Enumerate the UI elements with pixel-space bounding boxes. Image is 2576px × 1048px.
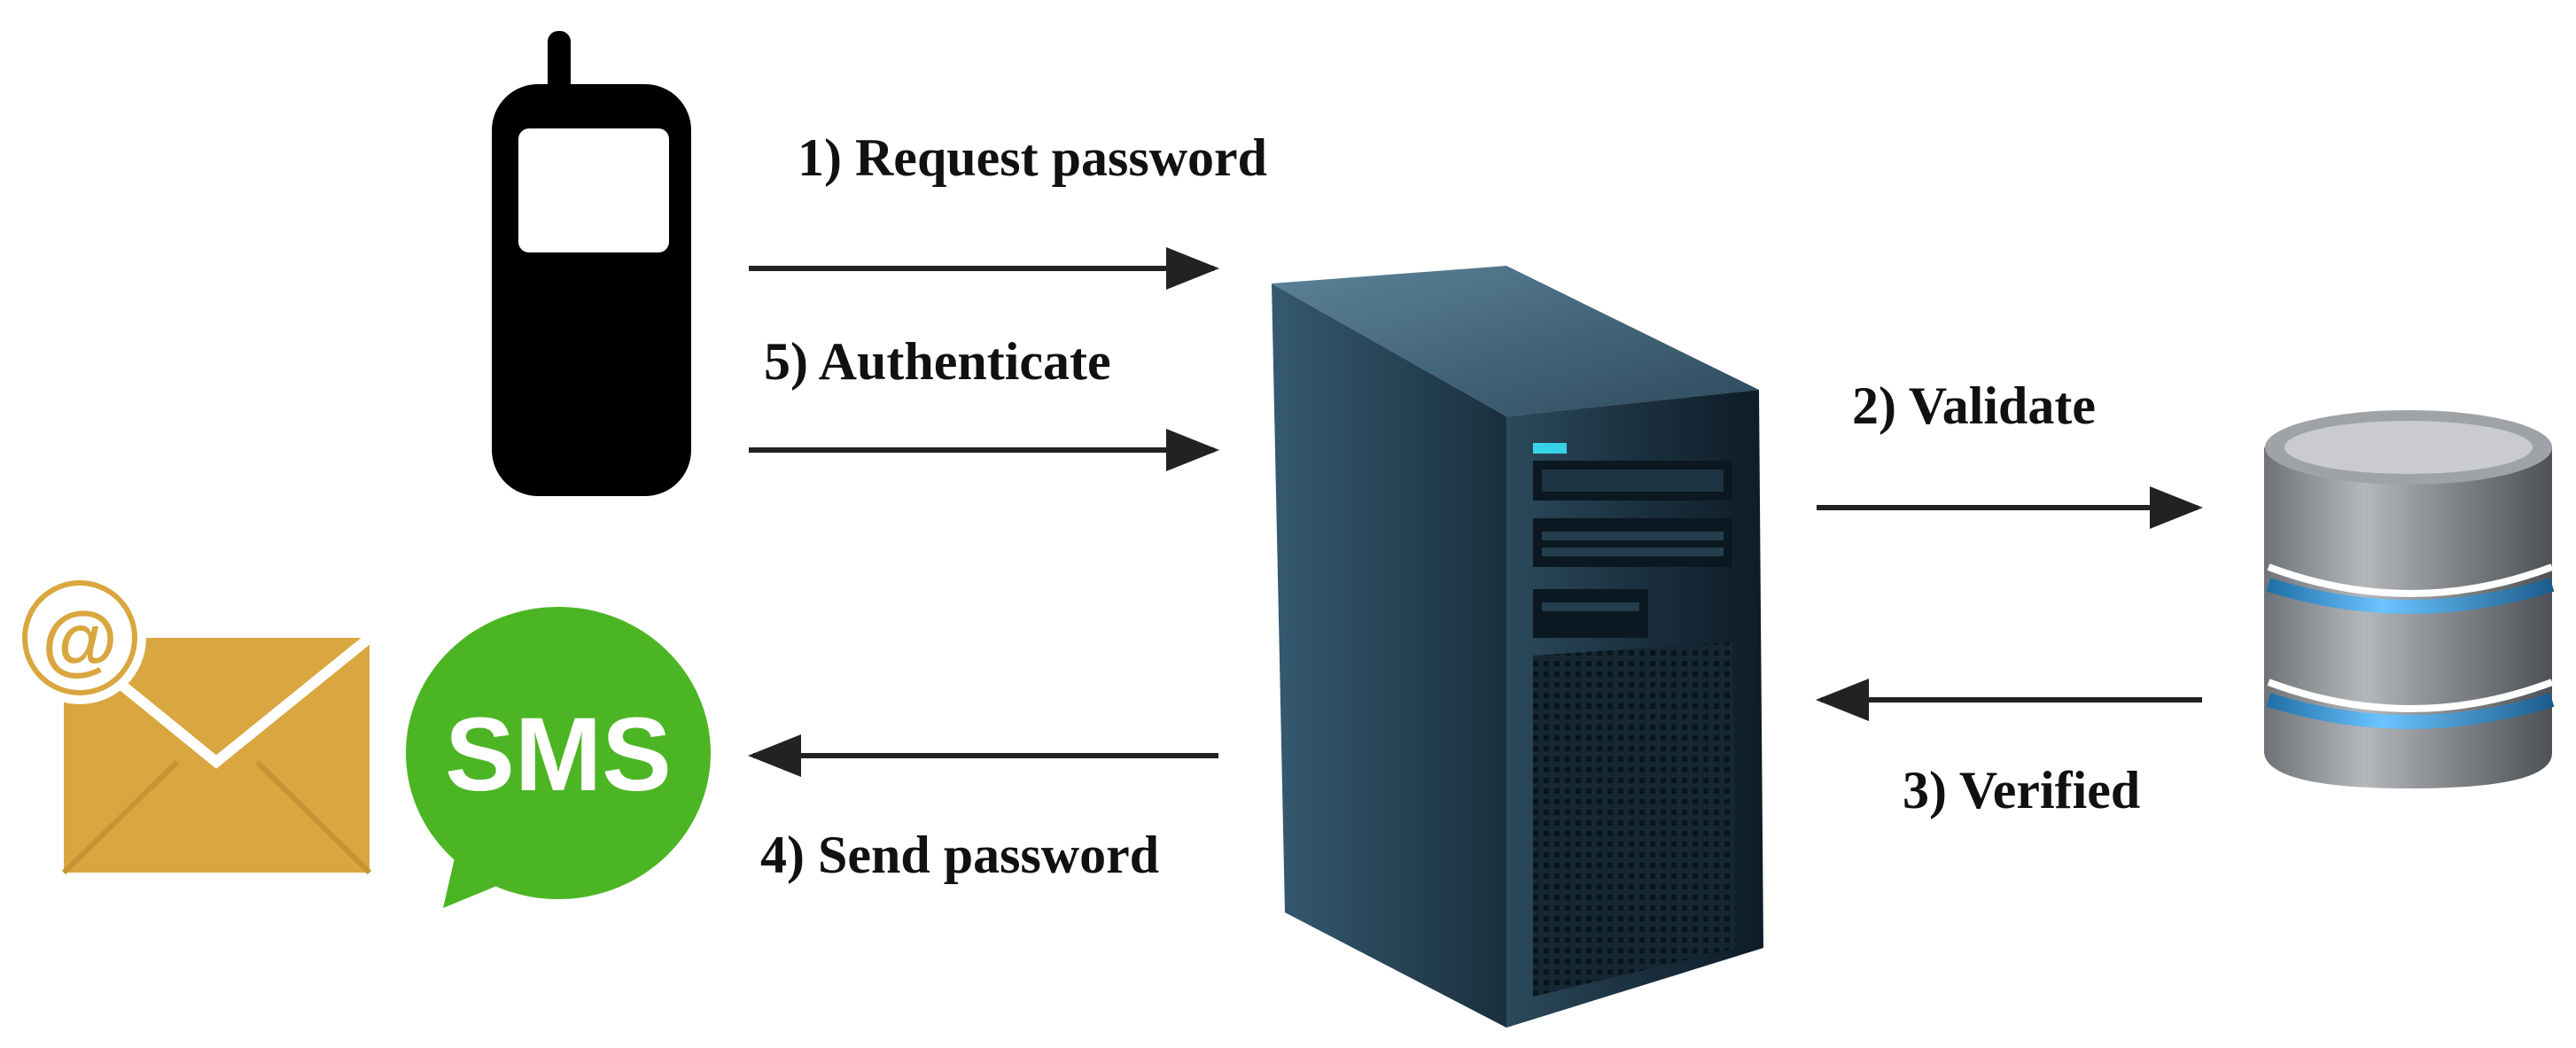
sms-bubble-icon: SMS [406, 607, 711, 908]
email-envelope-icon: @ [13, 571, 373, 875]
database-icon [2264, 410, 2555, 788]
email-at-symbol: @ [42, 595, 118, 683]
step-verified-label: 3) Verified [1903, 761, 2140, 819]
step-send-password-label: 4) Send password [760, 826, 1159, 884]
step-validate-label: 2) Validate [1852, 377, 2096, 435]
mobile-phone-icon [492, 31, 691, 496]
server-tower-icon [1272, 266, 1763, 1028]
sms-bubble-text: SMS [445, 696, 672, 813]
step-request-password-label: 1) Request password [798, 128, 1267, 187]
step-authenticate-label: 5) Authenticate [764, 332, 1111, 391]
